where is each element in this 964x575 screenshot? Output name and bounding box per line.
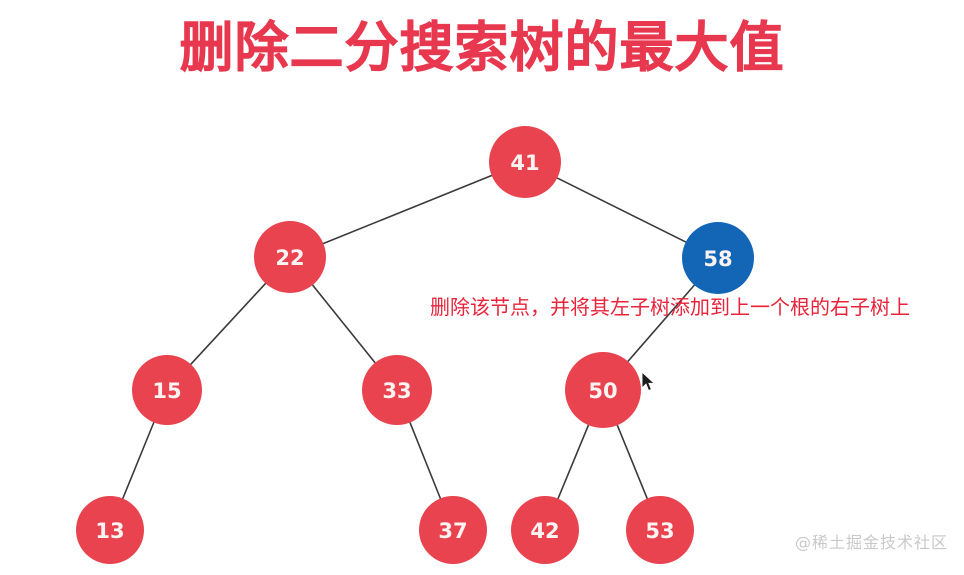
tree-node-42[interactable]: 42 [511,496,579,564]
tree-edge-layer [121,174,696,500]
tree-node-15[interactable]: 15 [132,355,202,425]
annotation-text: 删除该节点，并将其左子树添加到上一个根的右子树上 [430,295,910,319]
tree-edge [121,421,155,500]
tree-node-circle[interactable] [132,355,202,425]
tree-node-layer: 41 22 58 15 33 50 13 37 42 53 [76,126,754,564]
tree-edge [322,174,493,245]
tree-edge [555,176,688,244]
page-title: 删除二分搜索树的最大值 [179,16,785,79]
tree-node-circle[interactable] [76,496,144,564]
tree-node-circle[interactable] [362,355,432,425]
tree-node-41[interactable]: 41 [489,126,561,198]
tree-edge [626,283,696,363]
tree-node-circle[interactable] [626,496,694,564]
tree-node-53[interactable]: 53 [626,496,694,564]
watermark: @稀土掘金技术社区 [794,533,948,552]
tree-node-circle[interactable] [565,352,641,428]
tree-node-22[interactable]: 22 [254,221,326,293]
tree-edge [616,423,649,500]
tree-node-circle[interactable] [254,221,326,293]
tree-node-37[interactable]: 37 [419,496,487,564]
tree-edge [408,421,442,500]
tree-node-circle[interactable] [489,126,561,198]
tree-node-circle[interactable] [511,496,579,564]
tree-edge [311,283,377,365]
tree-node-33[interactable]: 33 [362,355,432,425]
tree-node-58[interactable]: 58 [682,222,754,294]
tree-node-circle[interactable] [682,222,754,294]
tree-node-13[interactable]: 13 [76,496,144,564]
tree-edge [189,282,267,366]
tree-node-50[interactable]: 50 [565,352,641,428]
tree-node-circle[interactable] [419,496,487,564]
tree-edge [556,423,590,500]
